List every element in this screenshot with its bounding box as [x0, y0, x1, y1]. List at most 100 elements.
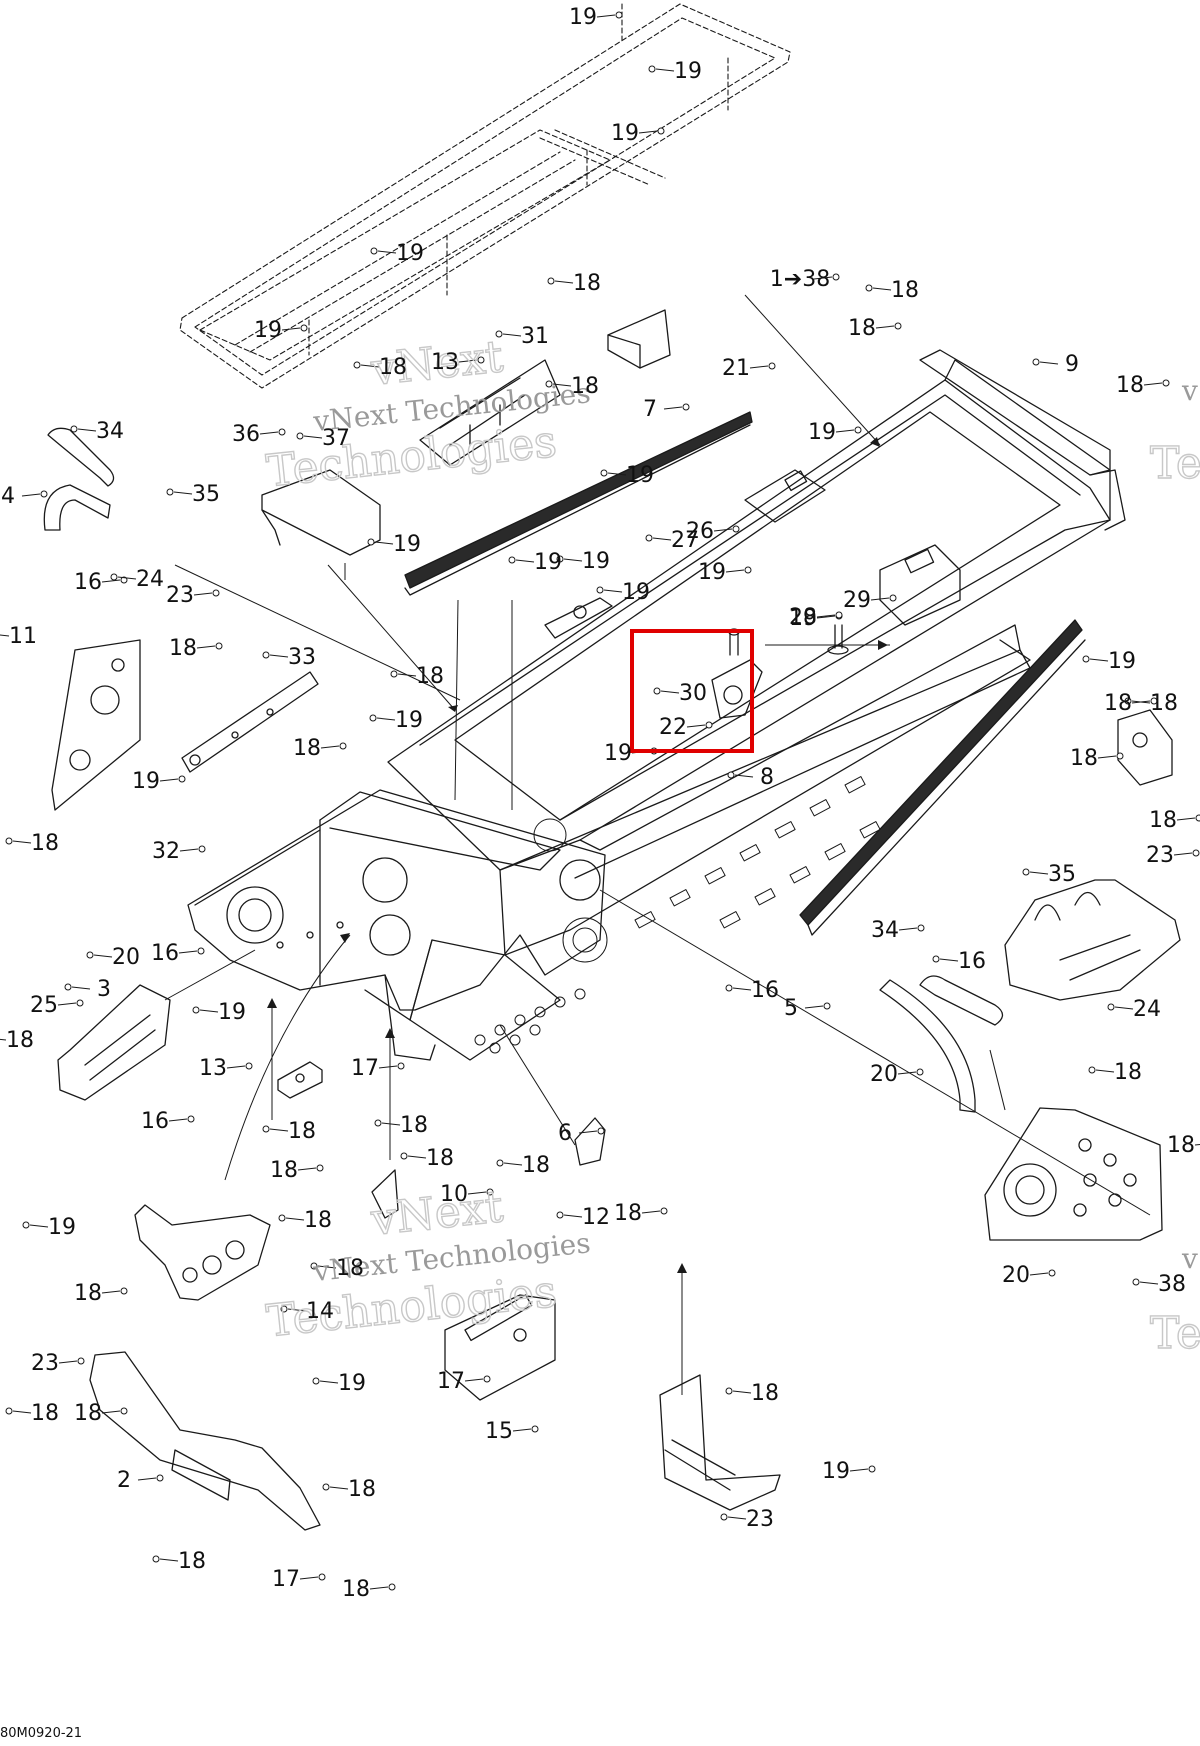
screw-icon	[508, 556, 516, 564]
screw-icon	[22, 1221, 30, 1229]
screw-icon	[660, 1207, 668, 1215]
leader-tick	[299, 1576, 319, 1580]
callout-number: 15	[485, 1419, 513, 1444]
bracket-10-part	[134, 1204, 271, 1301]
callout-number: 24	[136, 567, 164, 592]
leader-tick	[303, 435, 323, 439]
plate-9-part	[919, 349, 1126, 531]
leader-tick	[552, 383, 572, 387]
callout-number: 12	[582, 1205, 610, 1230]
guard-32-part	[1004, 879, 1181, 1001]
callout-number: 18	[1114, 1060, 1142, 1085]
screw-icon	[156, 1474, 164, 1482]
callout-number: 19	[622, 580, 650, 605]
leader-tick	[159, 1558, 179, 1562]
leader-tick	[607, 472, 627, 476]
screw-icon	[556, 1211, 564, 1219]
rail-21-part	[404, 411, 753, 596]
callout-number: 18	[293, 736, 321, 761]
leader-tick	[199, 1009, 219, 1013]
leader-tick	[641, 1210, 661, 1214]
bracket-14-part	[444, 1294, 556, 1401]
callout-number: 10	[440, 1182, 468, 1207]
bracket-29-part	[544, 597, 613, 639]
screw-icon	[296, 432, 304, 440]
screw-icon	[77, 1357, 85, 1365]
screw-icon	[40, 490, 48, 498]
watermark-outline-technologies: Technologies	[264, 416, 559, 497]
callout-number: 6	[558, 1121, 572, 1146]
leader-tick	[319, 1380, 339, 1384]
screw-icon	[5, 837, 13, 845]
callout-number: 18	[1167, 1133, 1195, 1158]
callout-number: 18	[288, 1119, 316, 1144]
leader-tick	[870, 597, 890, 601]
leader-tick	[1143, 382, 1163, 386]
leader-tick	[749, 365, 769, 369]
screw-icon	[1082, 655, 1090, 663]
leader-tick	[727, 1516, 747, 1520]
leader-tick	[320, 745, 340, 749]
callout-number: 19	[808, 420, 836, 445]
callout-number: 16	[958, 949, 986, 974]
screw-icon	[245, 1062, 253, 1070]
leader-tick	[259, 431, 279, 435]
leader-tick	[603, 589, 623, 593]
leader-tick	[1131, 700, 1151, 704]
callout-number: 18	[1116, 373, 1144, 398]
callout-number: 18	[379, 355, 407, 380]
leader-tick	[168, 1118, 188, 1122]
callout-number: 23	[166, 583, 194, 608]
callout-number: 25	[30, 993, 58, 1018]
screw-icon	[64, 983, 72, 991]
leader-tick	[377, 250, 397, 254]
callout-number: 22	[659, 715, 687, 740]
callout-number: 30	[679, 681, 707, 706]
screw-icon	[1192, 849, 1200, 857]
leader-tick	[77, 428, 97, 432]
callout-number: 18	[1070, 746, 1098, 771]
leader-tick	[512, 1428, 532, 1432]
screw-icon	[390, 670, 398, 678]
leader-tick	[563, 1214, 583, 1218]
callout-number: 17	[351, 1056, 379, 1081]
callout-number: 18	[571, 374, 599, 399]
callout-number: 19	[789, 606, 817, 631]
screw-icon	[1195, 814, 1200, 822]
leader-tick	[12, 840, 32, 844]
screw-icon	[477, 356, 485, 364]
screw-icon	[600, 469, 608, 477]
watermark-edge: v	[1181, 1242, 1198, 1275]
callout-number: 18	[169, 636, 197, 661]
leader-tick	[725, 569, 745, 573]
screw-icon	[483, 1375, 491, 1383]
leader-tick	[93, 954, 113, 958]
callout-number: 19	[626, 463, 654, 488]
screw-icon	[178, 775, 186, 783]
leader-tick	[317, 1265, 337, 1269]
leader-tick	[360, 364, 380, 368]
callout-number: 16	[751, 978, 779, 1003]
leader-tick	[381, 1122, 401, 1126]
screw-icon	[916, 1068, 924, 1076]
leader-tick	[1173, 852, 1193, 856]
screw-icon	[868, 1465, 876, 1473]
screw-icon	[353, 361, 361, 369]
leader-tick	[1089, 658, 1109, 662]
screw-icon	[197, 947, 205, 955]
screw-icon	[316, 1164, 324, 1172]
rail-2-part	[89, 1351, 321, 1531]
leader-tick	[816, 614, 836, 618]
handle-34-right-part	[919, 975, 1004, 1026]
screw-icon	[397, 1062, 405, 1070]
leader-tick	[732, 1390, 752, 1394]
leader-tick	[503, 1162, 523, 1166]
leader-tick	[12, 1410, 32, 1414]
screw-icon	[648, 65, 656, 73]
screw-icon	[374, 1119, 382, 1127]
screw-icon	[76, 999, 84, 1007]
plate-11-part	[51, 639, 141, 811]
screw-icon	[370, 247, 378, 255]
bracket-26-part	[744, 469, 826, 523]
